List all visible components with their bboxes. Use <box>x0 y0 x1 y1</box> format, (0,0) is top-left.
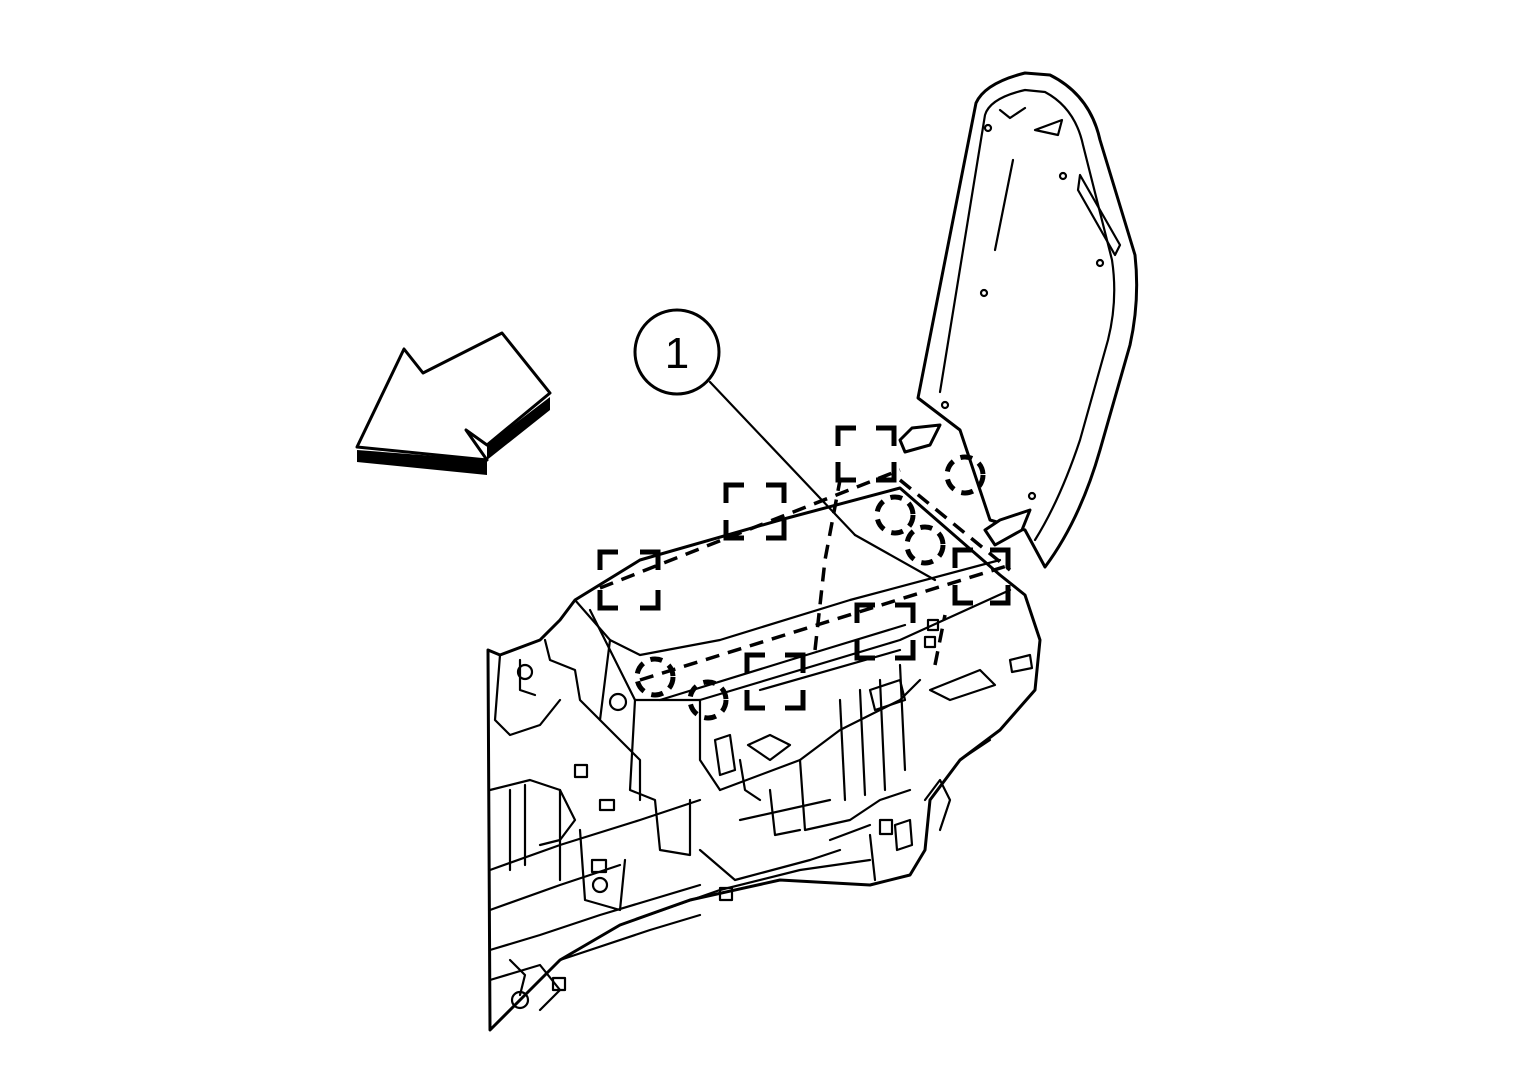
armrest-lid <box>898 71 1139 569</box>
clip-marker <box>723 482 787 541</box>
clip-marker <box>952 547 1011 606</box>
callout-label: 1 <box>665 329 689 378</box>
trim-panel-phantom-outline <box>599 468 1012 682</box>
clip-marker <box>744 652 806 711</box>
clip-marker <box>597 549 661 611</box>
console-base <box>486 486 1042 1032</box>
clip-marker <box>854 602 916 661</box>
front-direction-arrow-icon <box>355 331 552 475</box>
clip-marker <box>835 425 897 483</box>
fastener-markers <box>634 454 986 721</box>
callout-1: 1 <box>633 308 937 582</box>
retainer-clip-markers <box>597 425 1011 711</box>
